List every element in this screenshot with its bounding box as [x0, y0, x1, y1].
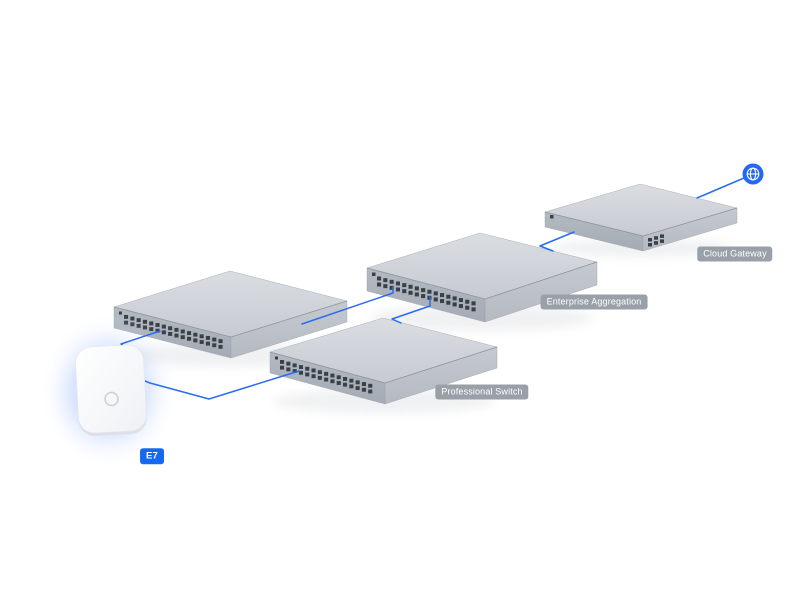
pro-switch-logo: [275, 356, 278, 360]
label-access-point: E7: [140, 448, 164, 464]
label-enterprise-aggregation: Enterprise Aggregation: [540, 294, 648, 310]
connection-line-gateway-aggregation: [539, 231, 575, 252]
aggregation-port-array: [377, 276, 476, 312]
pro-switch-front-edge: [269, 346, 498, 384]
pro-switch-port-array: [280, 360, 373, 394]
access-point-body: [75, 344, 147, 434]
connection-line-internet-gateway: [696, 177, 745, 199]
device-enterprise-aggregation: [366, 232, 598, 323]
access-point-logo: [104, 391, 119, 407]
device-professional-switch: [269, 317, 498, 405]
gateway-port-array: [648, 234, 664, 247]
connection-line-aggregation-switch: [301, 286, 394, 325]
connection-line-accesspoint-pro-switch: [139, 370, 300, 400]
device-e7-access-point: [75, 344, 147, 436]
connection-line-aggregation-pro-switch: [391, 296, 431, 324]
gateway-logo: [550, 215, 554, 219]
device-switch: [113, 270, 348, 359]
device-cloud-gateway: [544, 183, 738, 252]
switch-front-edge: [113, 300, 348, 338]
internet-globe-icon: [742, 163, 764, 185]
aggregation-front-edge: [366, 261, 598, 300]
label-professional-switch: Professional Switch: [435, 384, 529, 400]
switch-logo: [119, 311, 122, 315]
label-cloud-gateway: Cloud Gateway: [697, 246, 773, 262]
gateway-front-edge: [544, 207, 738, 237]
aggregation-logo: [372, 272, 376, 276]
connection-lines: [120, 177, 745, 400]
